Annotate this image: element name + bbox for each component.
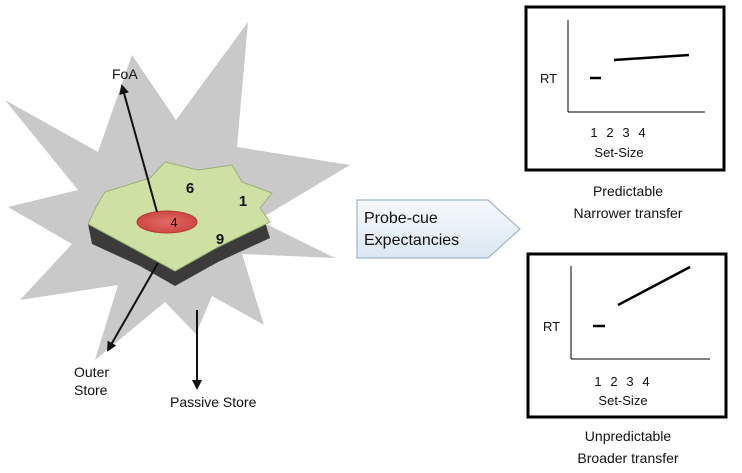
foa-arrow <box>119 84 158 213</box>
panel-predictable-ylabel: RT <box>540 71 557 86</box>
panel-predictable-frame <box>524 5 726 172</box>
panel-predictable-tick: 4 <box>638 125 645 140</box>
panel-unpredictable-ylabel: RT <box>543 319 560 334</box>
outer-store-label: Outer Store <box>74 364 113 398</box>
panel-unpredictable-tick: 2 <box>610 374 617 389</box>
item-focus: 4 <box>170 215 177 230</box>
panel-predictable-tick: 1 <box>590 125 597 140</box>
item-six: 6 <box>186 180 194 197</box>
panel-unpredictable-tick: 4 <box>642 374 649 389</box>
foa-label: FoA <box>112 66 138 82</box>
panel-unpredictable-trend-line <box>617 265 691 307</box>
panel-predictable-tick: 2 <box>606 125 613 140</box>
panel-predictable-trend-line <box>613 53 690 62</box>
panel-unpredictable-xlabel: Set-Size <box>598 393 647 408</box>
focus-of-attention <box>136 210 198 234</box>
panel-predictable-tick: 3 <box>622 125 629 140</box>
panel-predictable-xlabel: Set-Size <box>594 145 643 160</box>
panel-predictable-caption-2: Narrower transfer <box>574 205 683 221</box>
item-nine: 9 <box>216 231 224 248</box>
panel-unpredictable-tick: 1 <box>594 374 601 389</box>
probe-cue-line-1: Probe-cue <box>364 210 438 227</box>
panel-predictable-caption-1: Predictable <box>593 183 663 199</box>
panel-unpredictable-caption-2: Broader transfer <box>577 450 678 466</box>
item-one: 1 <box>239 193 247 210</box>
probe-cue-callout <box>356 199 521 259</box>
panel-unpredictable-tick: 3 <box>626 374 633 389</box>
probe-cue-line-2: Expectancies <box>364 232 459 249</box>
outer-store-arrow <box>107 262 159 352</box>
panel-unpredictable-caption-1: Unpredictable <box>585 428 672 444</box>
panel-unpredictable-frame <box>526 252 728 419</box>
passive-store-label: Passive Store <box>170 394 257 410</box>
outer-store-shadow <box>88 222 270 286</box>
